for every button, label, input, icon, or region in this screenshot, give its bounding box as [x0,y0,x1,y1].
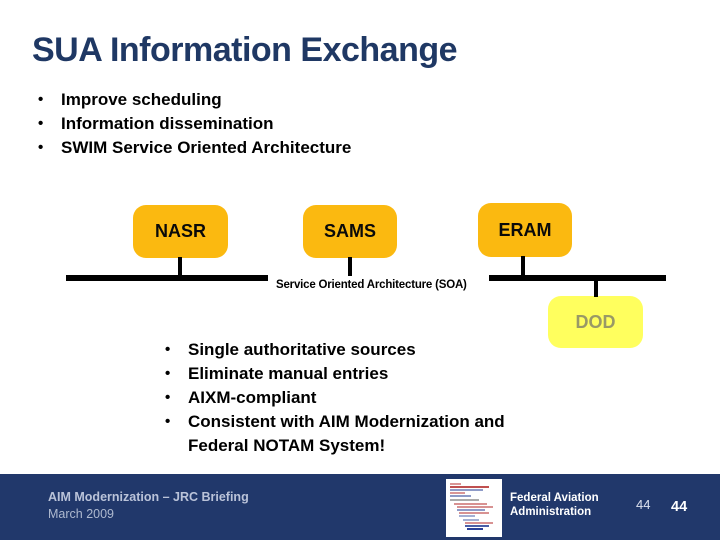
diagram-node-nasr: NASR [133,205,228,258]
soa-bus-label: Service Oriented Architecture (SOA) [276,279,467,291]
faa-document-icon [446,479,502,537]
bullet-item: SWIM Service Oriented Architecture [36,136,351,160]
soa-bus-line-left [66,275,268,281]
connector-sams [348,257,352,276]
connector-eram [521,256,525,276]
bullet-item: Improve scheduling [36,88,351,112]
footer-date: March 2009 [48,507,115,521]
agency-line1: Federal Aviation [510,492,599,504]
slide-title: SUA Information Exchange [32,31,458,69]
soa-bus-line-right [489,275,666,281]
footer-briefing-title: AIM Modernization – JRC Briefing [48,490,249,504]
bullet-item: Single authoritative sources [163,338,535,362]
bullet-item: Consistent with AIM Modernization and Fe… [163,410,535,458]
page-number: 44 [636,497,651,512]
page-number-bold: 44 [671,499,688,515]
top-bullet-list: Improve scheduling Information dissemina… [36,88,351,160]
agency-name: Federal Aviation Administration [510,492,599,519]
connector-dod [594,280,598,297]
bullet-item: Eliminate manual entries [163,362,535,386]
diagram-node-sams: SAMS [303,205,397,258]
bottom-bullet-list: Single authoritative sources Eliminate m… [163,338,535,458]
diagram-node-dod: DOD [548,296,643,348]
bullet-item: Information dissemination [36,112,351,136]
diagram-node-eram: ERAM [478,203,572,257]
bullet-item: AIXM-compliant [163,386,535,410]
connector-nasr [178,257,182,276]
footer-bar: AIM Modernization – JRC Briefing March 2… [0,474,720,540]
agency-line2: Administration [510,505,592,518]
